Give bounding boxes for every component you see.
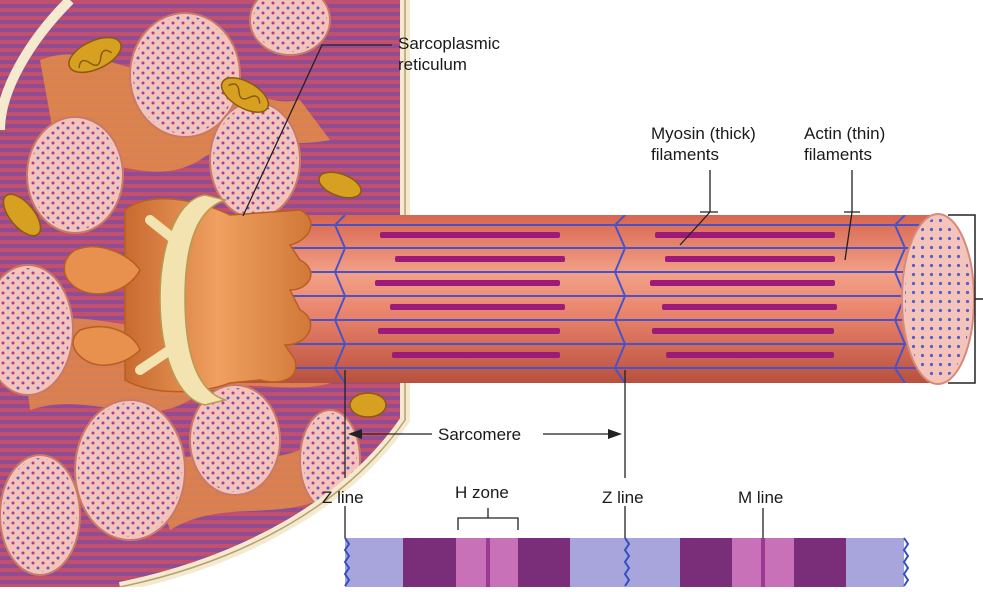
a-band-dark-4: [794, 538, 846, 587]
label-sr-line1: Sarcoplasmic: [398, 34, 501, 53]
label-sarcomere: Sarcomere: [438, 425, 522, 444]
a-band-dark-2: [518, 538, 570, 587]
sr-leader: [242, 44, 392, 217]
sarcomere-arrowhead-right: [608, 429, 622, 439]
mitochondria: [2, 36, 387, 418]
z-line-zigzag-left: [343, 537, 351, 587]
i-band-left: [345, 538, 403, 587]
label-z-line-right: Z line: [602, 488, 644, 507]
label-myosin-filaments: Myosin (thick) filaments: [651, 123, 756, 165]
label-actin-line2: filaments: [804, 145, 873, 164]
label-actin-filaments: Actin (thin) filaments: [804, 123, 885, 165]
label-actin-line1: Actin (thin): [804, 124, 886, 143]
z-line-zigzag-right: [902, 537, 910, 587]
m-line-band-1: [486, 538, 490, 587]
myofibril: [230, 213, 975, 385]
label-myosin-line1: Myosin (thick): [651, 124, 756, 143]
label-myosin-line2: filaments: [651, 145, 720, 164]
actin-filament-network: [230, 215, 940, 383]
a-band-dark-3: [680, 538, 732, 587]
h-zone-bracket: [457, 508, 519, 530]
actin-leader: [844, 170, 860, 261]
myosin-leader: [679, 170, 718, 246]
myofibril-bracket: [948, 214, 983, 384]
sarcomere-arrowhead-left: [348, 429, 362, 439]
label-sarcoplasmic-reticulum: Sarcoplasmic reticulum: [398, 33, 500, 75]
myosin-filaments: [375, 232, 837, 358]
leader-lines: [242, 44, 860, 538]
m-line-band-2: [761, 538, 765, 587]
label-m-line: M line: [738, 488, 784, 507]
label-h-zone: H zone: [455, 483, 509, 502]
myofibril-cross-sections: [0, 0, 361, 576]
a-band-dark-1: [403, 538, 456, 587]
t-tubule: [135, 194, 228, 406]
sarcomere-band-strip: [343, 537, 910, 587]
label-z-line-left: Z line: [322, 488, 364, 507]
label-sr-line2: reticulum: [398, 55, 467, 74]
z-line-zigzag-mid: [623, 537, 631, 587]
i-band-right: [846, 538, 904, 587]
